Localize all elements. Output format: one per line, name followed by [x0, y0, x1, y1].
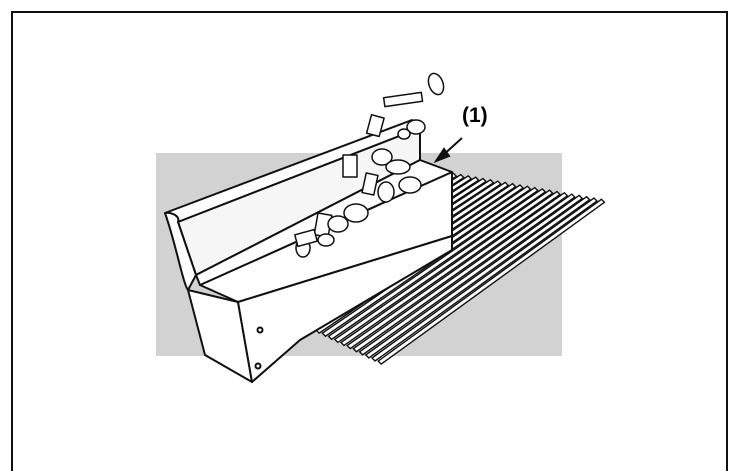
rod [339, 190, 562, 347]
debris [294, 72, 445, 258]
rod [346, 191, 569, 350]
rod [358, 194, 584, 356]
rod [352, 193, 576, 353]
rod [370, 197, 599, 362]
rod [364, 195, 591, 359]
rod [377, 198, 606, 366]
chute-illustration [156, 72, 606, 383]
callout-label: (1) [462, 104, 488, 127]
arrow-icon [433, 137, 463, 164]
rod [333, 189, 554, 344]
rod [327, 187, 547, 341]
